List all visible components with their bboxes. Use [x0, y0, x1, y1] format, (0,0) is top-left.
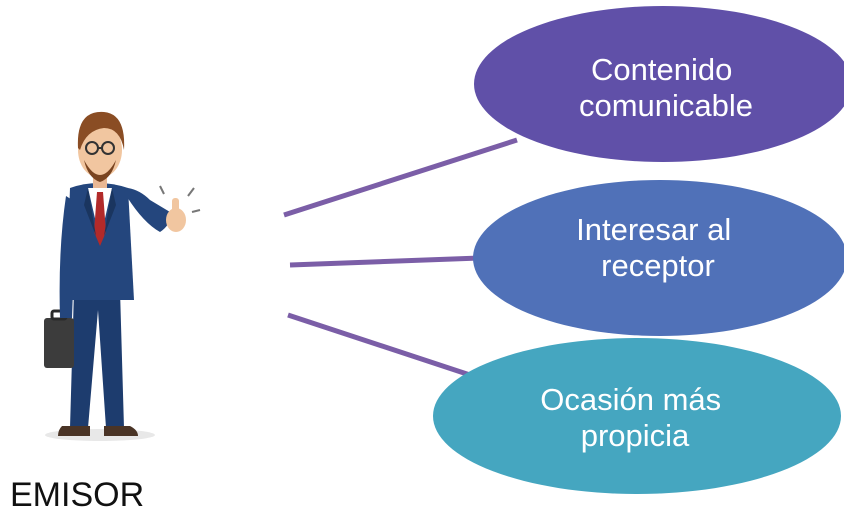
- node-interesar-al-receptor: Interesar al receptor: [473, 180, 844, 336]
- node-2-line-2: receptor: [601, 248, 715, 283]
- node-contenido-comunicable: Contenido comunicable: [474, 6, 844, 162]
- svg-text:Contenido comunicable: Contenido comunicable: [579, 52, 753, 123]
- svg-text:Interesar al receptor: Interesar al receptor: [576, 212, 740, 283]
- businessman-illustration: [44, 111, 201, 441]
- connector-line-3: [287, 312, 471, 378]
- node-3-line-1: Ocasión más: [540, 382, 721, 417]
- node-ellipse-2: [473, 180, 844, 336]
- node-3-line-2: propicia: [581, 418, 690, 453]
- connector-line-1: [283, 137, 518, 218]
- connector-line-2: [289, 255, 481, 268]
- node-1-line-1: Contenido: [591, 52, 732, 87]
- svg-text:Ocasión más propicia: Ocasión más propicia: [540, 382, 730, 453]
- node-2-line-1: Interesar al: [576, 212, 731, 247]
- node-1-line-2: comunicable: [579, 88, 753, 123]
- node-ellipse-1: [474, 6, 844, 162]
- node-ocasion-mas-propicia: Ocasión más propicia: [433, 338, 841, 494]
- node-ellipse-3: [433, 338, 841, 494]
- sender-label: EMISOR: [10, 476, 144, 512]
